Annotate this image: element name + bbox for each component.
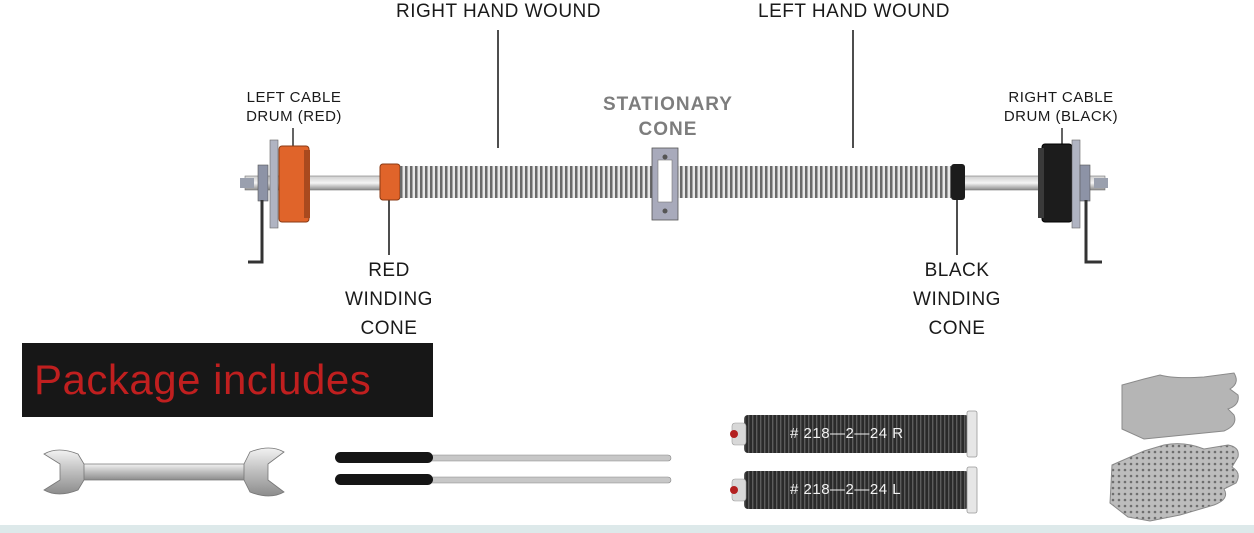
stationary-bolt-bottom bbox=[662, 208, 668, 214]
spring-right-label: # 218—2—24 R bbox=[790, 425, 904, 442]
left-hand-wound-label: LEFT HAND WOUND bbox=[758, 1, 950, 22]
right-shaft-end bbox=[1094, 178, 1108, 188]
right-cable-drum bbox=[1041, 143, 1073, 223]
right-bearing-plate bbox=[1079, 164, 1091, 202]
right-drum-flange bbox=[1038, 148, 1044, 218]
torsion-springs-icon bbox=[730, 410, 978, 514]
work-gloves-icon bbox=[1109, 372, 1239, 522]
torsion-spring-diagram bbox=[240, 30, 1108, 264]
left-cable-drum-label-line2: DRUM (RED) bbox=[246, 108, 342, 125]
black-winding-cone-label: BLACK WINDING CONE bbox=[898, 256, 1016, 343]
red-winding-cone-label: RED WINDING CONE bbox=[330, 256, 448, 343]
stationary-cone-label-line1: STATIONARY bbox=[603, 94, 733, 115]
right-end-bracket bbox=[1071, 139, 1081, 229]
red-winding-cone-label-line3: CONE bbox=[360, 318, 418, 339]
right-cable-drum-label-line1: RIGHT CABLE bbox=[1008, 89, 1114, 106]
right-hand-wound-label: RIGHT HAND WOUND bbox=[395, 1, 602, 22]
left-shaft-end bbox=[240, 178, 254, 188]
stationary-cone-label-line2: CONE bbox=[638, 119, 698, 140]
left-cable-drum-label: LEFT CABLE DRUM (RED) bbox=[230, 88, 358, 126]
black-winding-cone bbox=[951, 164, 965, 200]
left-cable-drum-label-line1: LEFT CABLE bbox=[246, 89, 342, 106]
right-hand-wound-spring bbox=[400, 166, 655, 198]
stationary-cone bbox=[657, 159, 673, 203]
right-cable-drum-label-line2: DRUM (BLACK) bbox=[1003, 108, 1119, 125]
right-mount-bracket bbox=[1084, 200, 1102, 264]
stationary-bolt-top bbox=[662, 154, 668, 160]
wrench-icon bbox=[43, 447, 285, 497]
left-drum-flange bbox=[304, 150, 310, 218]
right-cable-drum-label: RIGHT CABLE DRUM (BLACK) bbox=[993, 88, 1129, 126]
glove-back-icon bbox=[1121, 372, 1239, 440]
winding-bars-icon bbox=[335, 452, 672, 485]
red-winding-cone bbox=[379, 163, 401, 201]
bottom-strip bbox=[0, 525, 1254, 533]
left-mount-bracket bbox=[248, 200, 264, 264]
black-winding-cone-label-line3: CONE bbox=[928, 318, 986, 339]
red-winding-cone-label-line1: RED bbox=[368, 260, 410, 281]
black-winding-cone-label-line2: WINDING bbox=[913, 289, 1001, 310]
spring-left-label: # 218—2—24 L bbox=[790, 481, 902, 498]
spring-right-icon bbox=[744, 415, 969, 453]
spring-left-icon bbox=[744, 471, 969, 509]
left-end-bracket bbox=[269, 139, 279, 229]
red-winding-cone-label-line2: WINDING bbox=[345, 289, 433, 310]
glove-front-icon bbox=[1109, 443, 1239, 522]
stationary-cone-label: STATIONARY CONE bbox=[584, 92, 752, 142]
left-bearing-plate bbox=[257, 164, 269, 202]
package-includes-banner: Package includes bbox=[22, 343, 433, 417]
black-winding-cone-label-line1: BLACK bbox=[924, 260, 990, 281]
left-hand-wound-spring bbox=[677, 166, 951, 198]
